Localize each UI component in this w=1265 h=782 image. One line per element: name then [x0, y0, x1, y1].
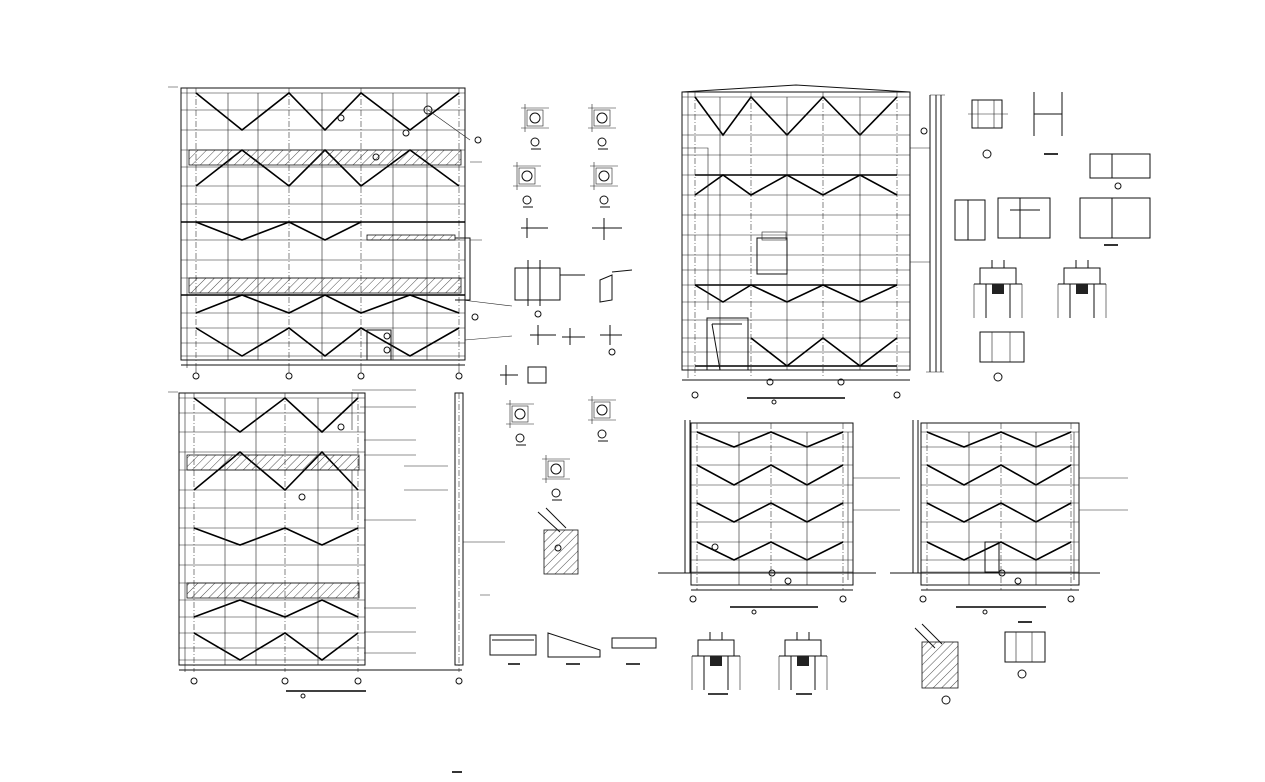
- elevation-a: [168, 86, 513, 380]
- elevation-b: [168, 389, 505, 699]
- elevation-c: [681, 84, 945, 405]
- connection-details-left: [489, 103, 657, 665]
- elevation-d: [658, 420, 900, 615]
- elevation-e: [890, 420, 1128, 615]
- connection-details-right: [691, 92, 1151, 705]
